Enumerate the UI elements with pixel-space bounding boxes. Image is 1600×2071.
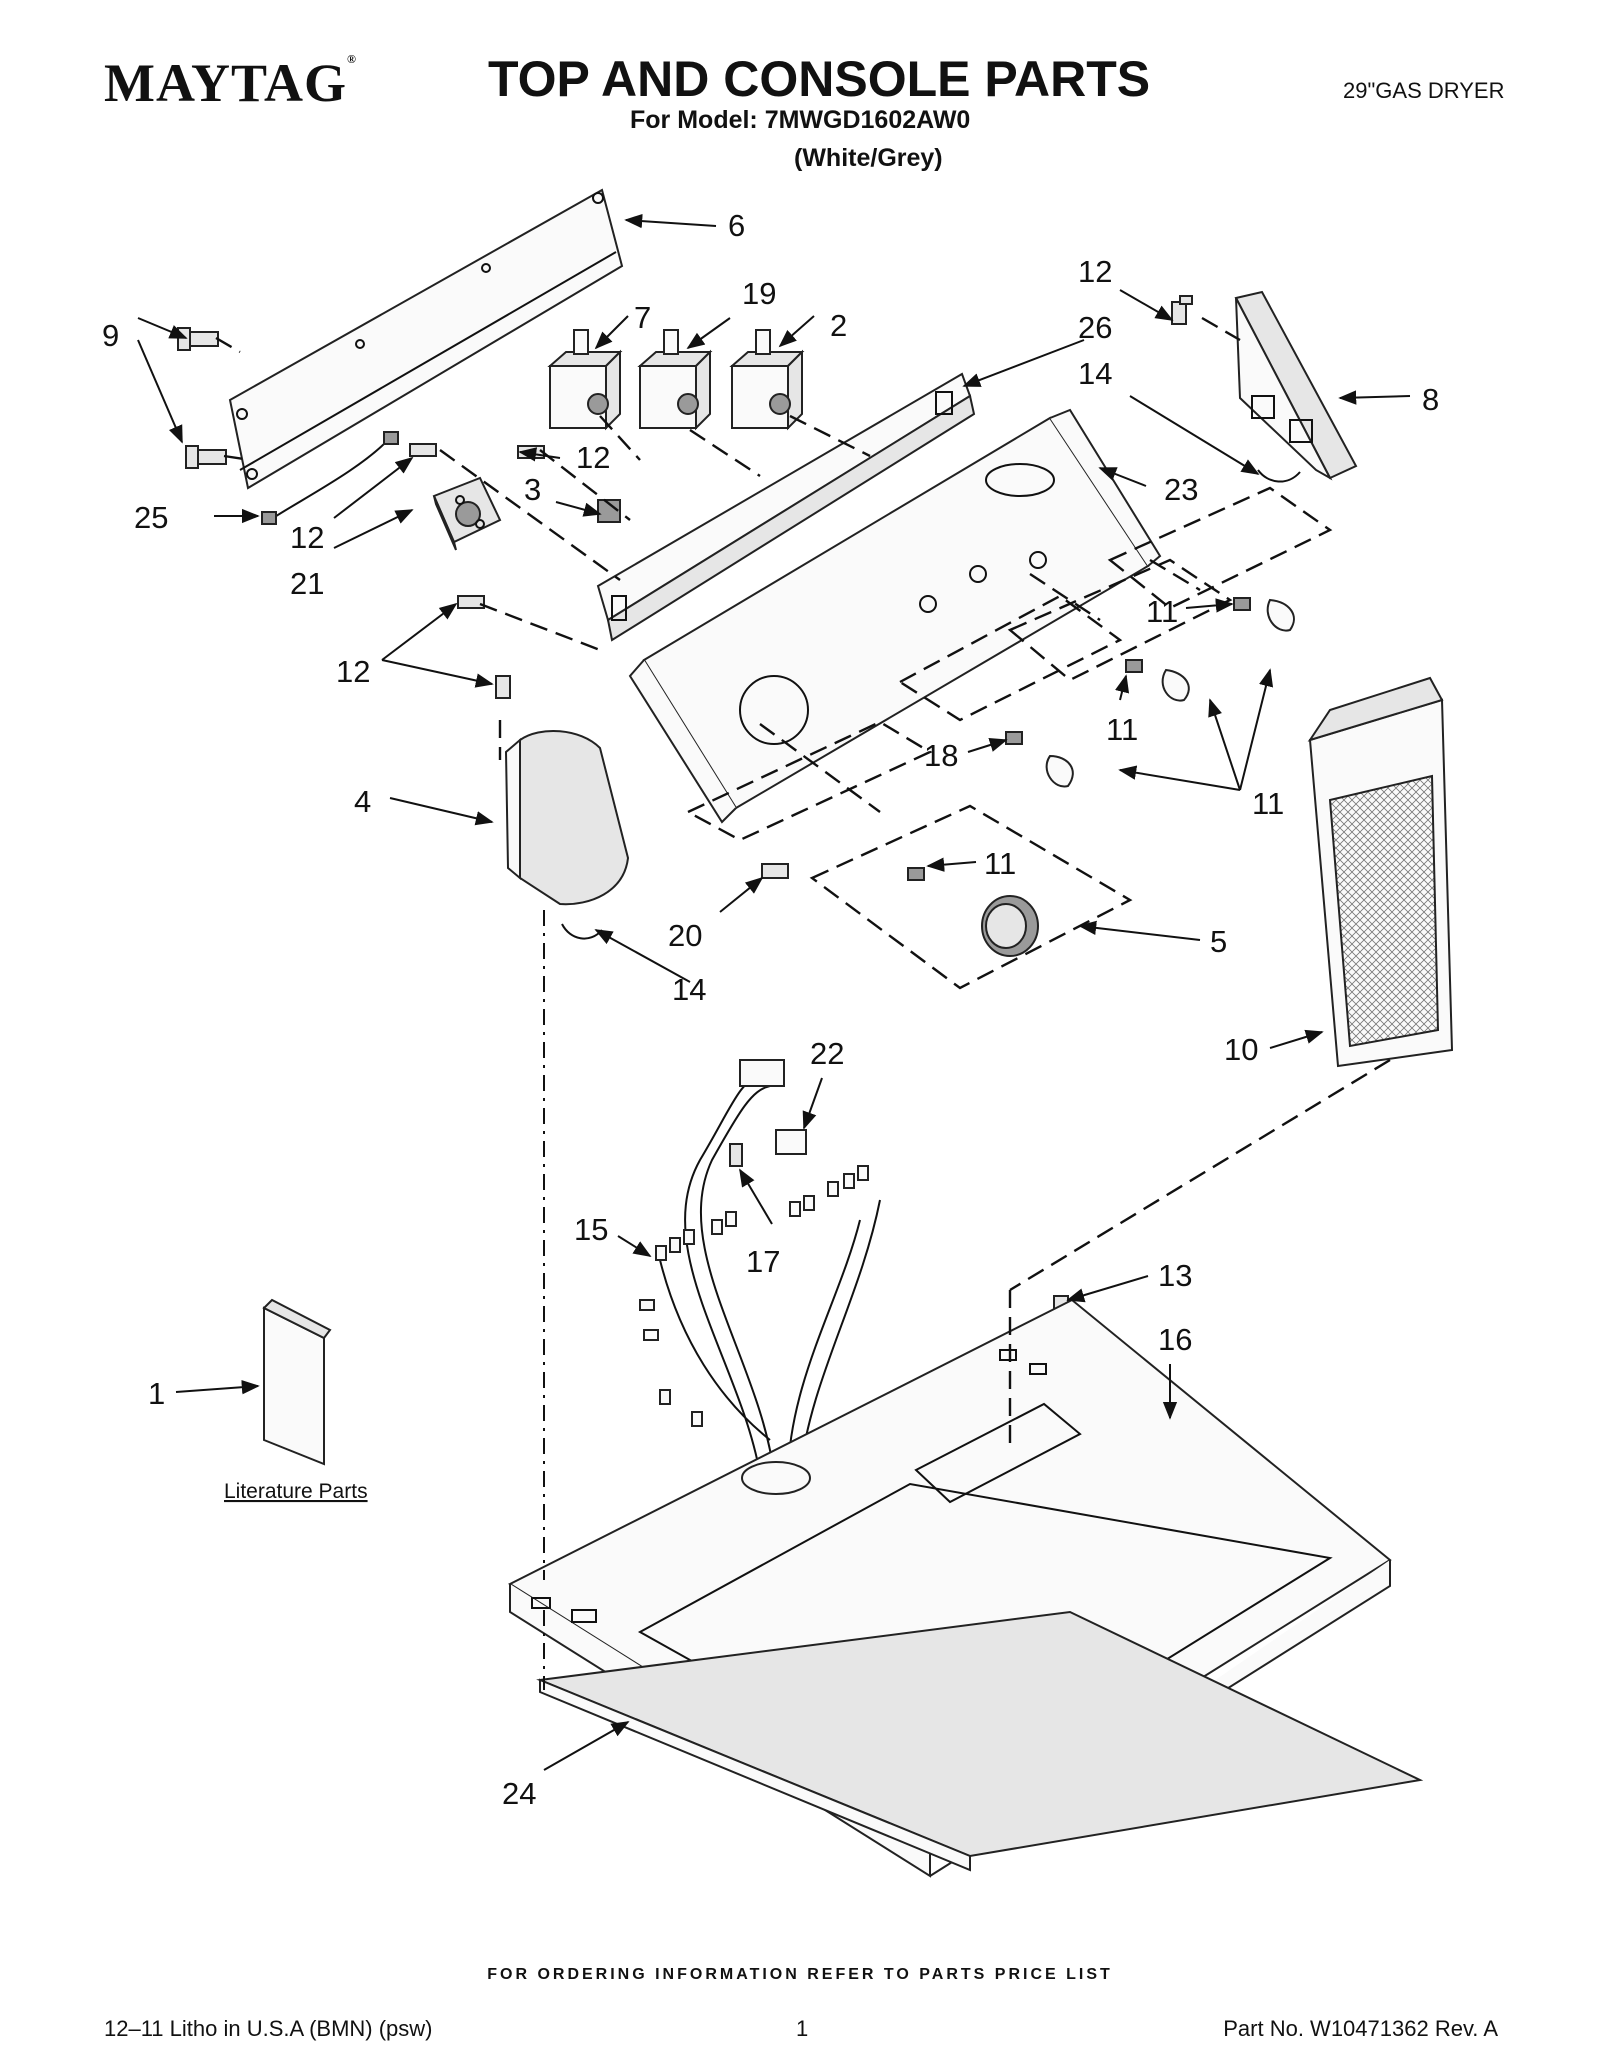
brand-name: MAYTAG xyxy=(104,53,348,113)
literature-booklet-part xyxy=(262,1298,332,1466)
callout-number: 2 xyxy=(830,308,847,343)
exploded-view-lines xyxy=(215,316,1391,1690)
console-bracket-part xyxy=(596,372,976,642)
callout-number: 11 xyxy=(1252,786,1284,821)
wire-clip-part xyxy=(561,923,603,940)
variant-line: (White/Grey) xyxy=(794,144,943,172)
callout-number: 20 xyxy=(668,918,702,953)
callout-number: 24 xyxy=(502,1776,536,1811)
wire-part xyxy=(269,437,391,521)
connector-part xyxy=(383,431,399,445)
callout-number: 25 xyxy=(134,500,168,535)
wire-clip-part xyxy=(1257,469,1301,483)
brand-logo: MAYTAG® xyxy=(104,52,357,114)
callout-number: 15 xyxy=(574,1212,608,1247)
callout-number: 14 xyxy=(1078,356,1112,391)
callout-leaders xyxy=(137,213,1411,1771)
callout-number: 18 xyxy=(924,738,958,773)
timer-part xyxy=(432,476,502,551)
litho-note: 12–11 Litho in U.S.A (BMN) (psw) xyxy=(104,2016,433,2041)
callout-number: 17 xyxy=(746,1244,780,1279)
knob-part xyxy=(981,895,1039,957)
callout-numbers: 6 9 7 19 2 26 12 8 14 12 25 3 23 12 21 1… xyxy=(102,208,1439,1811)
rear-panel-part xyxy=(228,188,624,490)
callout-number: 21 xyxy=(290,566,324,601)
callout-number: 10 xyxy=(1224,1032,1258,1067)
callout-number: 1 xyxy=(148,1376,165,1411)
registered-mark: ® xyxy=(347,52,357,66)
callout-number: 5 xyxy=(1210,924,1227,959)
callout-number: 9 xyxy=(102,318,119,353)
callout-number: 4 xyxy=(354,784,371,819)
callout-number: 8 xyxy=(1422,382,1439,417)
callout-number: 11 xyxy=(1146,594,1178,629)
literature-parts-label: Literature Parts xyxy=(224,1480,368,1503)
lint-screen-part xyxy=(1307,676,1454,1068)
page-title: TOP AND CONSOLE PARTS xyxy=(488,51,1151,107)
callout-number: 12 xyxy=(336,654,370,689)
end-cap-part xyxy=(1234,290,1358,481)
callout-number: 12 xyxy=(1078,254,1112,289)
callout-number: 13 xyxy=(1158,1258,1192,1293)
callout-number: 26 xyxy=(1078,310,1112,345)
side-cap-part xyxy=(504,730,630,906)
callout-number: 22 xyxy=(810,1036,844,1071)
callout-number: 11 xyxy=(1106,712,1138,747)
callout-number: 3 xyxy=(524,472,541,507)
page-number: 1 xyxy=(796,2016,809,2041)
ordering-note: FOR ORDERING INFORMATION REFER TO PARTS … xyxy=(487,1966,1113,1983)
callout-number: 12 xyxy=(576,440,610,475)
rotary-switch-part xyxy=(547,329,805,431)
callout-number: 12 xyxy=(290,520,324,555)
part-number: Part No. W10471362 Rev. A xyxy=(1223,2016,1498,2041)
callout-number: 6 xyxy=(728,208,745,243)
model-line: For Model: 7MWGD1602AW0 xyxy=(630,106,971,134)
wire-harness-part xyxy=(659,1059,881,1475)
insulation-pad-part xyxy=(536,1610,1424,1872)
screw-part xyxy=(177,327,227,469)
callout-number: 14 xyxy=(672,972,706,1007)
harness-terminal-part xyxy=(639,1165,869,1427)
connector-part xyxy=(261,511,277,525)
callout-number: 16 xyxy=(1158,1322,1192,1357)
knob-assembly-part xyxy=(907,597,1295,881)
console-panel-part xyxy=(628,408,1162,824)
callout-number: 23 xyxy=(1164,472,1198,507)
callout-number: 11 xyxy=(984,846,1016,881)
callout-number: 19 xyxy=(742,276,776,311)
callout-number: 7 xyxy=(634,300,651,335)
product-type: 29"GAS DRYER xyxy=(1343,78,1505,103)
